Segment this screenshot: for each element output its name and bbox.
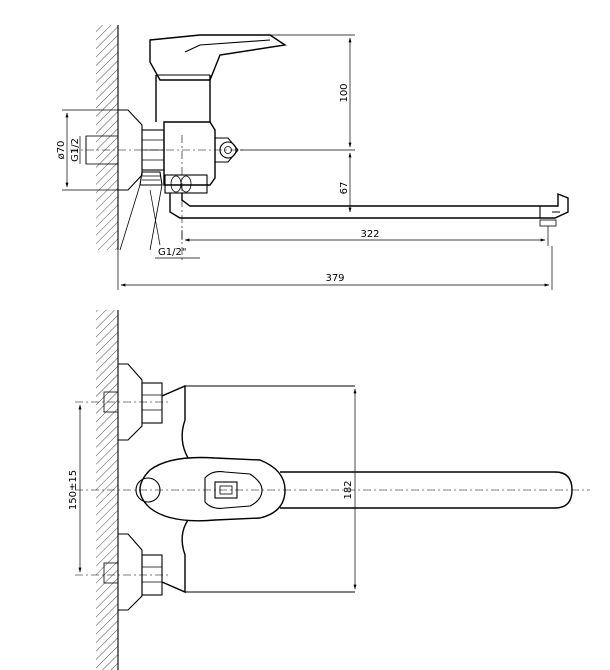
dimension-body-height: 182 [343,388,357,590]
label-outlet-thread: G1/2" [158,247,186,258]
center-lines-top [75,401,590,576]
dimension-322: 322 [181,226,549,246]
dimension-379: 379 [117,246,553,290]
dimension-flange: ø70 G1/2 [56,109,118,191]
cartridge-column [155,74,211,122]
label-flange-diameter: ø70 [56,141,67,160]
label-inlet-thread: G1/2 [70,138,81,162]
leader-outlet-thread: G1/2" [149,189,200,259]
spout-swivel [164,174,208,194]
center-lines-side [70,135,245,260]
label-height-spout: 67 [339,182,350,195]
side-view: 100 67 322 379 ø70 G1/2 [56,25,569,290]
label-spout-reach: 322 [360,229,379,240]
dimension-67: 67 [339,152,352,213]
spout-side [169,192,569,227]
mixer-body-side [163,121,239,186]
lever-handle-side [149,34,287,81]
wall-hatch-top [96,25,119,250]
top-view: 150±15 182 [68,310,590,670]
mixer-body-top [161,384,355,594]
shower-outlet [119,171,163,251]
label-body-height: 182 [343,480,354,499]
dimension-inlet-spacing: 150±15 [68,404,82,573]
dimension-100: 100 [218,34,355,151]
label-overall-length: 379 [325,273,344,284]
label-height-handle: 100 [339,83,350,102]
inlet-upper [103,363,163,441]
lever-handle-top [135,456,286,522]
label-inlet-spacing: 150±15 [68,470,79,510]
